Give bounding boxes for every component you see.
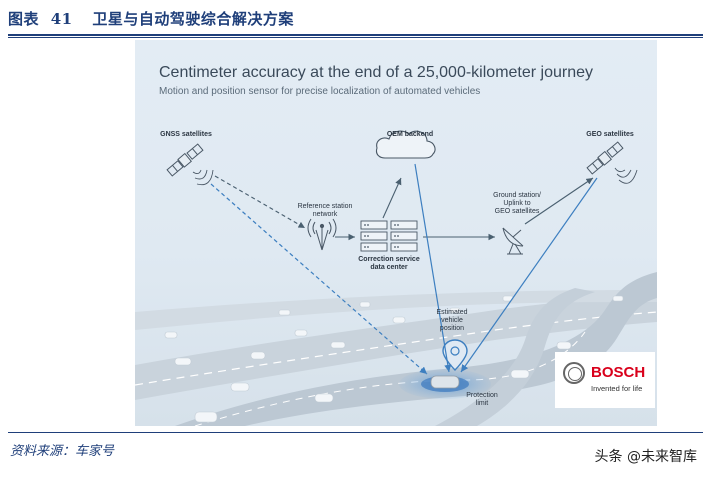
figure-subtitle: Motion and position sensor for precise l…	[159, 86, 481, 97]
geo-signal-icon	[614, 167, 638, 184]
ego-vehicle	[430, 375, 460, 389]
server-lights	[364, 224, 399, 248]
bosch-name: BOSCH	[591, 364, 646, 381]
diagram-graphics	[135, 130, 657, 426]
gnss-signal-icon	[192, 169, 214, 186]
label-correction-service: Correction service data center	[358, 256, 420, 271]
label-estimated-position: Estimated vehicle position	[436, 309, 468, 332]
satellite-dish-icon	[502, 227, 524, 255]
flow-arrows	[214, 175, 594, 241]
source-divider	[8, 432, 703, 433]
blue-arrows	[210, 163, 598, 375]
bosch-logo-icon	[563, 362, 585, 384]
source-note: 资料来源：车家号	[10, 444, 115, 459]
cloud-icon	[375, 130, 436, 159]
caption-number: 41	[50, 10, 73, 28]
label-geo-satellites: GEO satellites	[586, 131, 634, 138]
geo-satellite-icon	[586, 141, 624, 175]
watermark: 头条 @未来智库	[594, 449, 697, 465]
figure-title: Centimeter accuracy at the end of a 25,0…	[159, 64, 594, 81]
gnss-satellite-icon	[166, 143, 204, 177]
location-pin-icon	[442, 339, 468, 371]
server-rack-icon	[360, 220, 418, 252]
arrow-datacenter-to-oem	[382, 177, 402, 219]
antenna-tower-icon	[307, 218, 337, 251]
caption-divider	[8, 34, 703, 36]
label-ground-station: Ground station/ Uplink to GEO satellites	[493, 192, 541, 215]
caption-text: 卫星与自动驾驶综合解决方案	[92, 10, 294, 28]
label-gnss-satellites: GNSS satellites	[160, 131, 212, 138]
label-reference-station: Reference station network	[297, 203, 353, 218]
background-cars	[164, 295, 624, 423]
arrow-gnss-to-station	[214, 175, 306, 229]
bosch-tagline: Invented for life	[591, 384, 643, 393]
label-oem-backend: OEM backend	[386, 131, 434, 138]
arrow-gnss-to-vehicle	[210, 183, 428, 375]
caption-divider-thin	[8, 37, 703, 38]
figure-caption: 图表 41 卫星与自动驾驶综合解决方案	[8, 8, 294, 29]
caption-label: 图表	[8, 10, 40, 28]
arrow-ground-station-to-geo	[524, 177, 594, 225]
diagram-figure: Centimeter accuracy at the end of a 25,0…	[135, 40, 657, 426]
label-protection-limit: Protection limit	[466, 392, 498, 407]
arrow-geo-to-vehicle	[460, 177, 598, 373]
arrow-oem-to-vehicle	[414, 163, 452, 373]
bosch-brand-box: BOSCH Invented for life	[555, 352, 655, 408]
